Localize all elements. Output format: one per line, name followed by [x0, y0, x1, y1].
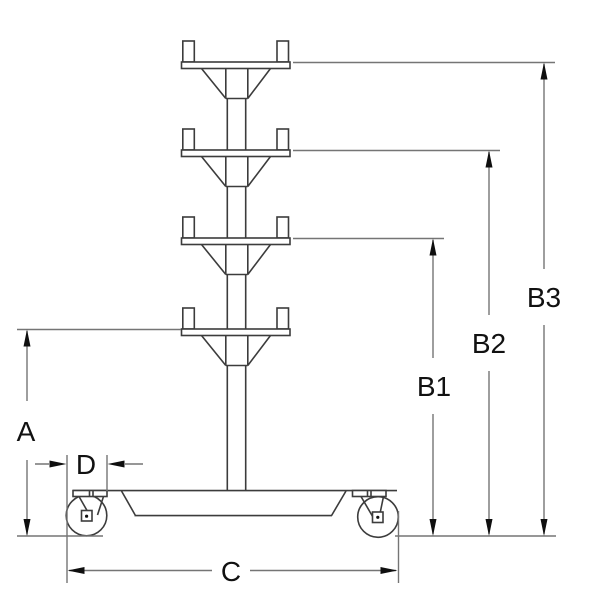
dim-label-c: C	[221, 556, 241, 587]
base-beam	[73, 489, 397, 517]
dim-label-d: D	[76, 449, 96, 480]
dimension-d: D	[35, 449, 143, 491]
caster-left	[65, 489, 108, 537]
dimension-b2: B2	[293, 149, 506, 536]
dim-label-a: A	[17, 416, 36, 447]
dimension-b3: B3	[293, 61, 561, 536]
dimension-a: A	[17, 328, 181, 536]
dim-label-b1: B1	[417, 371, 451, 402]
dim-label-b2: B2	[472, 328, 506, 359]
mast-post	[226, 98, 247, 491]
dimension-b1: B1	[293, 237, 451, 536]
dim-label-b3: B3	[527, 282, 561, 313]
arm-2	[180, 128, 291, 188]
caster-right	[351, 489, 400, 539]
caster-right-plate	[351, 489, 387, 498]
arm-4	[180, 307, 291, 367]
dimension-c: C	[66, 455, 400, 587]
arm-3	[180, 216, 291, 276]
arm-1	[180, 40, 291, 100]
